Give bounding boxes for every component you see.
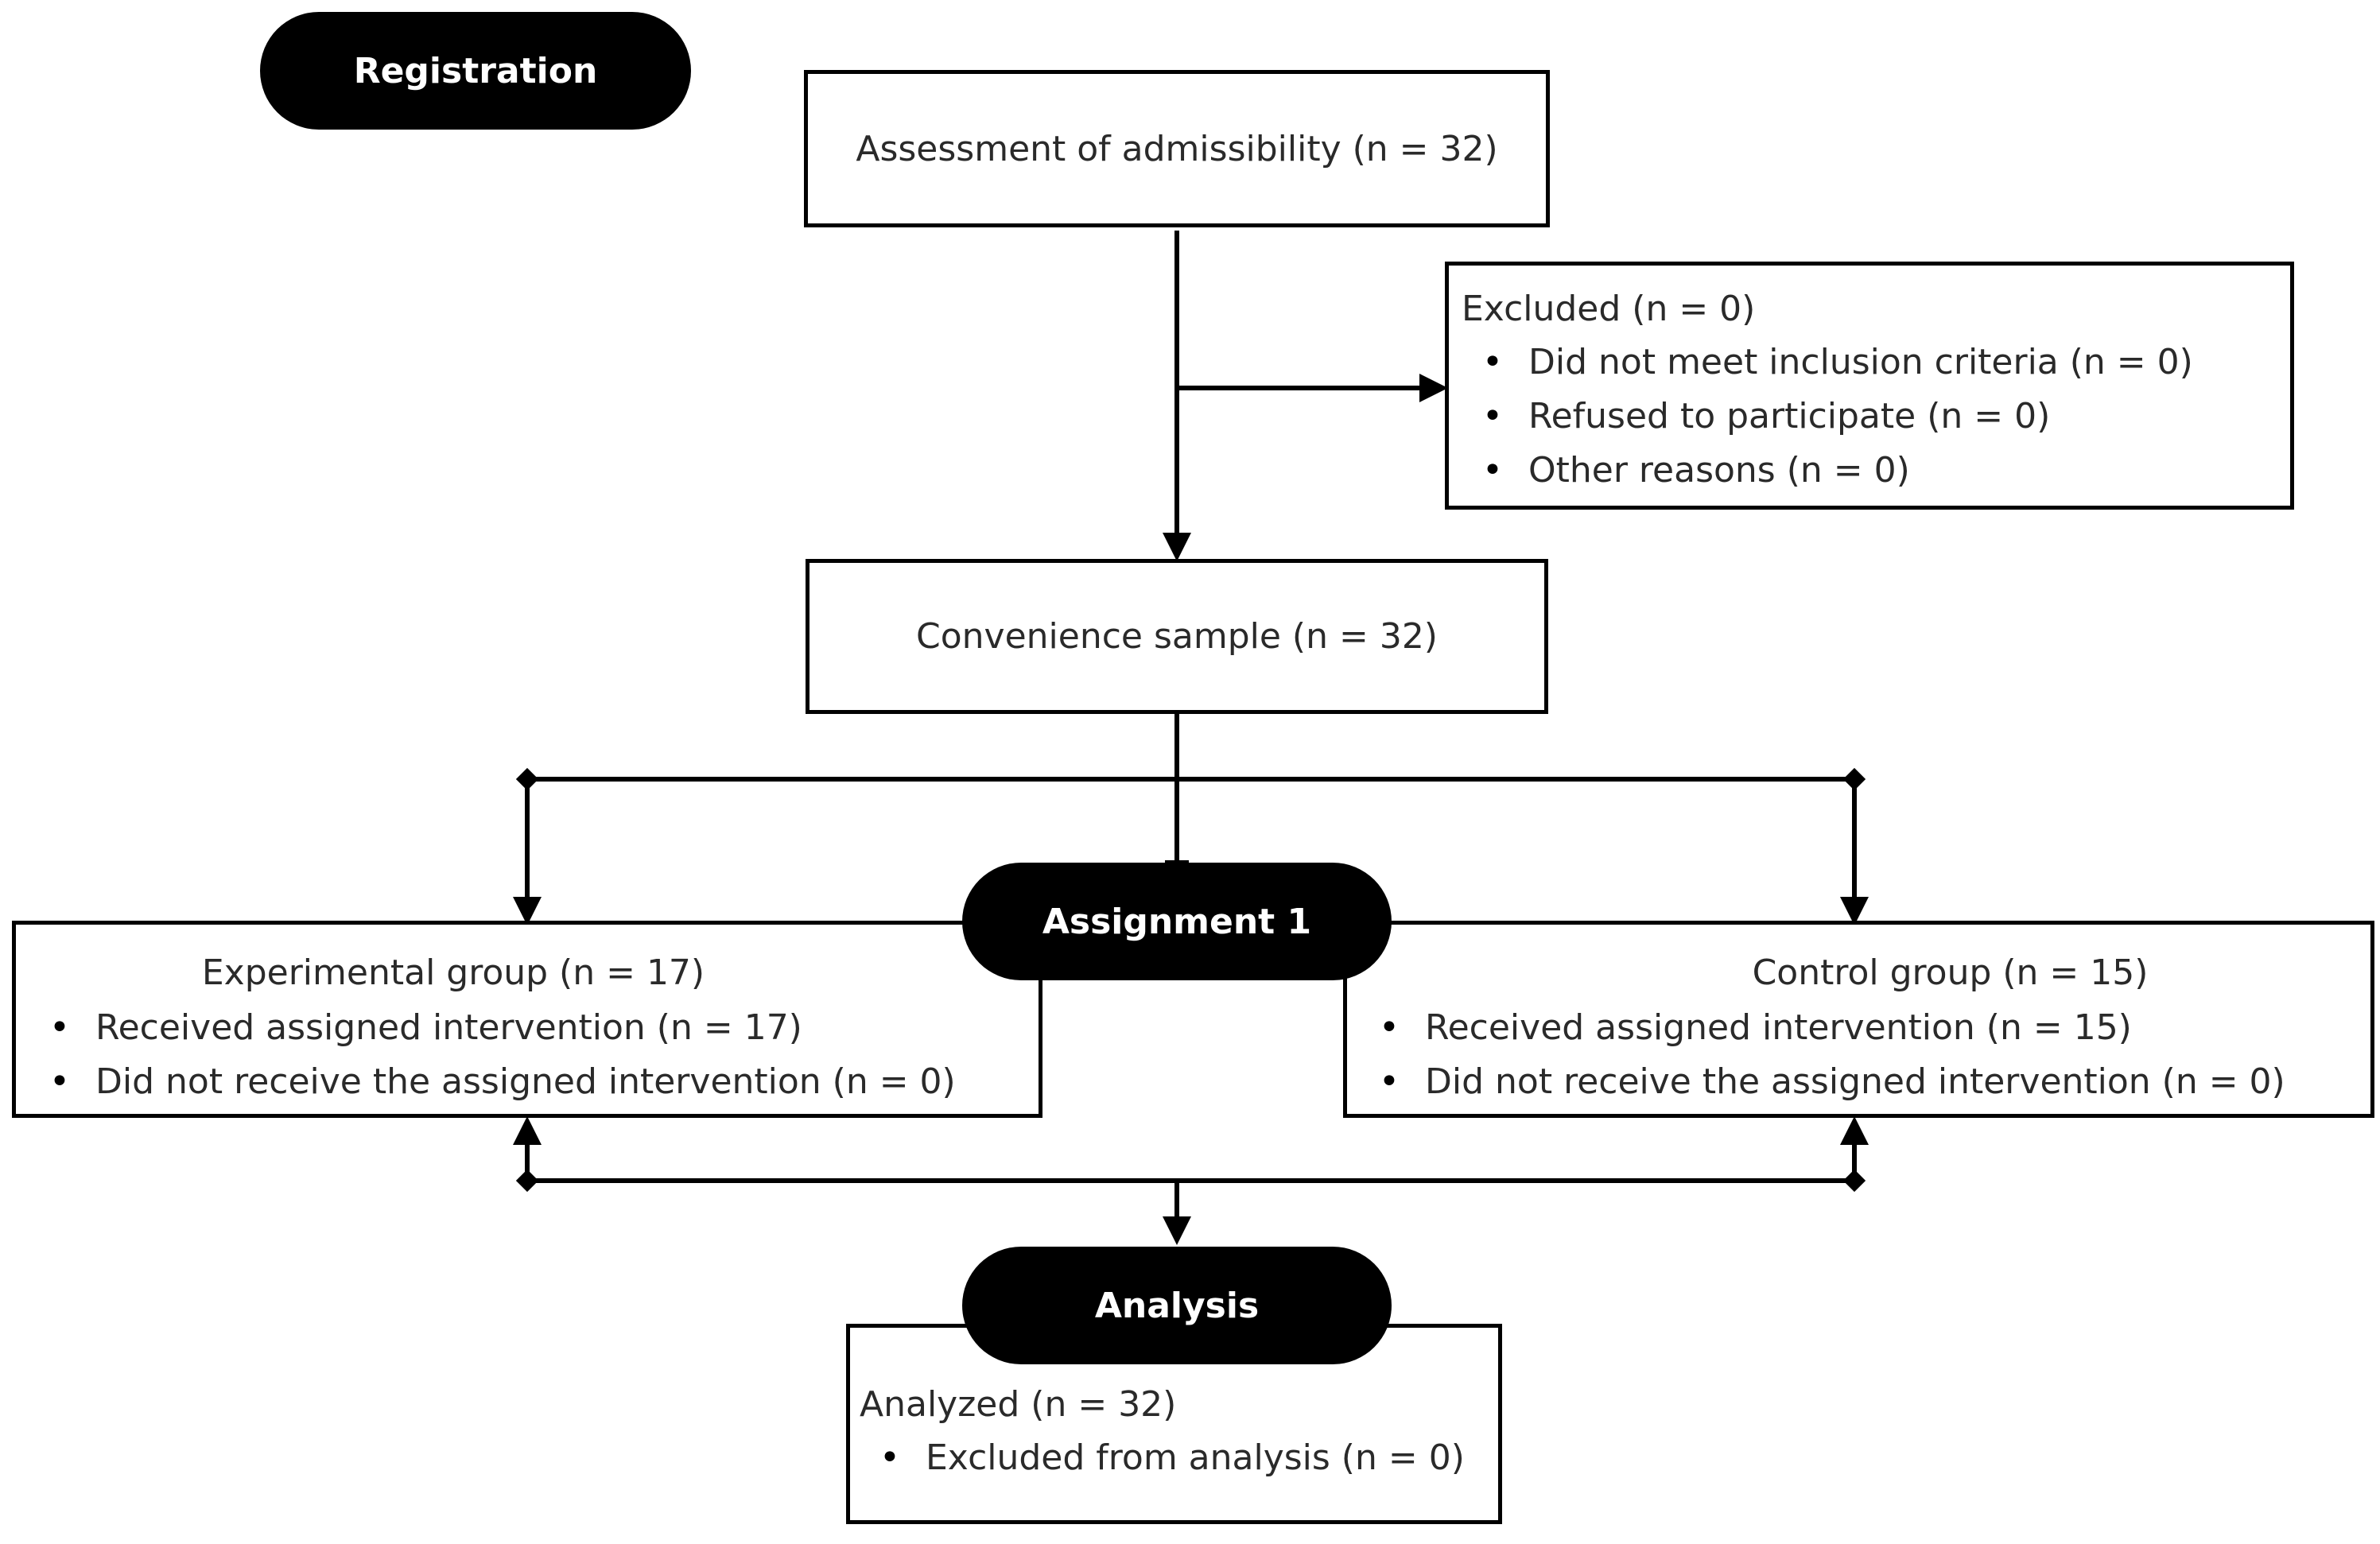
excluded-title: Excluded (n = 0): [1462, 289, 1756, 329]
experimental-box: Experimental group (n = 17) Received ass…: [12, 921, 1042, 1118]
junction-diamond: [515, 1169, 539, 1193]
control-list: Received assigned intervention (n = 15) …: [1379, 1001, 2285, 1109]
stage-registration: Registration: [260, 12, 691, 130]
assessment-label: Assessment of admissibility (n = 32): [856, 128, 1498, 169]
junction-diamond: [1842, 1169, 1866, 1193]
list-item: Did not receive the assigned interventio…: [49, 1055, 956, 1109]
list-item: Received assigned intervention (n = 15): [1379, 1001, 2285, 1055]
list-item: Refused to participate (n = 0): [1482, 390, 2290, 444]
control-title: Control group (n = 15): [1752, 952, 2149, 993]
sample-box: Convenience sample (n = 32): [806, 559, 1548, 714]
control-box: Control group (n = 15) Received assigned…: [1343, 921, 2374, 1118]
junction-diamond: [515, 767, 539, 791]
list-item: Did not receive the assigned interventio…: [1379, 1055, 2285, 1109]
excluded-list: Did not meet inclusion criteria (n = 0) …: [1462, 336, 2290, 498]
list-item: Did not meet inclusion criteria (n = 0): [1482, 336, 2290, 390]
excluded-box: Excluded (n = 0) Did not meet inclusion …: [1445, 262, 2294, 510]
stage-assignment: Assignment 1: [962, 863, 1392, 980]
assessment-box: Assessment of admissibility (n = 32): [804, 70, 1550, 227]
list-item: Received assigned intervention (n = 17): [49, 1001, 956, 1055]
experimental-list: Received assigned intervention (n = 17) …: [49, 1001, 956, 1109]
junction-diamond: [1842, 767, 1866, 791]
list-item: Excluded from analysis (n = 0): [879, 1431, 1465, 1485]
experimental-title: Experimental group (n = 17): [201, 952, 705, 993]
analyzed-list: Excluded from analysis (n = 0): [879, 1431, 1465, 1485]
analyzed-title: Analyzed (n = 32): [860, 1384, 1177, 1425]
stage-analysis: Analysis: [962, 1247, 1392, 1364]
sample-label: Convenience sample (n = 32): [916, 616, 1438, 657]
list-item: Other reasons (n = 0): [1482, 444, 2290, 498]
